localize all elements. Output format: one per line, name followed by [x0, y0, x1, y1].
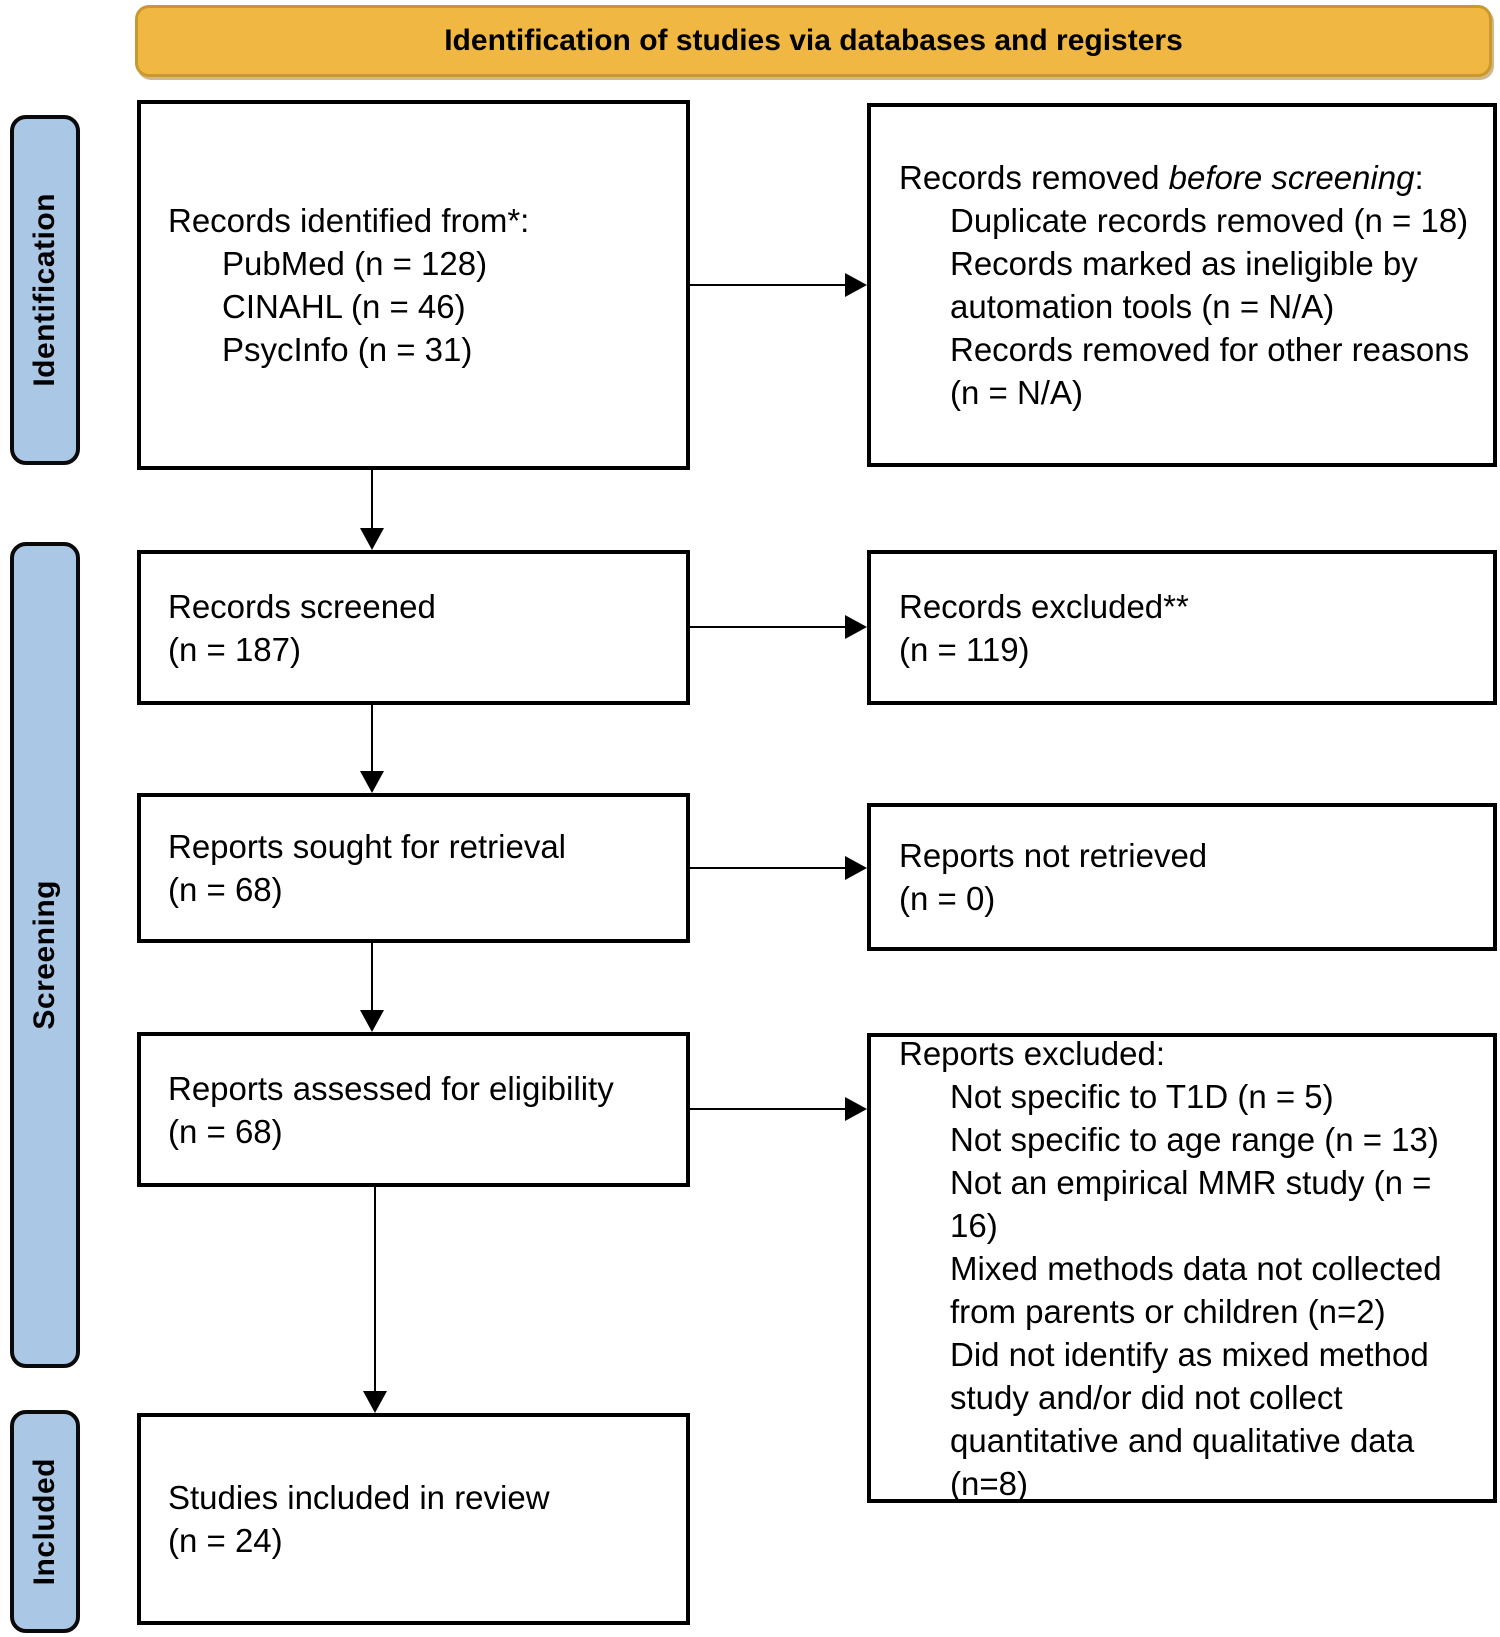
stage-label-screening-text: Screening [28, 880, 61, 1030]
reports-sought-label: Reports sought for retrieval [168, 828, 567, 865]
box-records-identified: Records identified from*: PubMed (n = 12… [137, 100, 690, 470]
records-excluded-label: Records excluded** [899, 587, 1189, 625]
records-removed-title-prefix: Records removed [899, 159, 1169, 196]
box-records-identified-title: Records identified from*: [168, 202, 530, 239]
records-removed-title-suffix: : [1414, 159, 1424, 196]
reports-not-retrieved-count: (n = 0) [899, 880, 996, 917]
records-removed-item-duplicates: Duplicate records removed (n = 18) [950, 202, 1469, 239]
box-studies-included: Studies included in review (n = 24) [137, 1413, 690, 1625]
stage-label-included-text: Included [28, 1457, 61, 1586]
stage-label-identification: Identification [10, 115, 80, 465]
stage-label-included: Included [10, 1410, 80, 1633]
reports-excluded-item-not-identified: Did not identify as mixed method study a… [950, 1335, 1429, 1502]
reports-not-retrieved-label: Reports not retrieved [899, 837, 1208, 874]
records-screened-count: (n = 187) [168, 630, 301, 668]
arrow-assessed-to-included [363, 1187, 387, 1413]
arrow-screened-to-sought [360, 705, 384, 793]
box-reports-excluded: Reports excluded: Not specific to T1D (n… [867, 1033, 1497, 1503]
records-identified-item-cinahl: CINAHL (n = 46) [222, 288, 466, 325]
box-records-removed-title: Records removed before screening: [899, 156, 1475, 199]
arrow-identified-to-removed [690, 273, 867, 297]
reports-excluded-item-t1d: Not specific to T1D (n = 5) [950, 1077, 1334, 1115]
records-identified-item-pubmed: PubMed (n = 128) [222, 245, 488, 282]
reports-assessed-count: (n = 68) [168, 1112, 283, 1150]
diagram-title: Identification of studies via databases … [444, 24, 1183, 57]
stage-label-identification-text: Identification [28, 193, 61, 387]
arrow-assessed-to-reports-excluded [690, 1097, 867, 1121]
reports-excluded-item-mixed-data: Mixed methods data not collected from pa… [950, 1249, 1442, 1330]
reports-assessed-label: Reports assessed for eligibility [168, 1069, 614, 1107]
box-reports-assessed: Reports assessed for eligibility (n = 68… [137, 1032, 690, 1187]
records-excluded-count: (n = 119) [899, 630, 1030, 668]
reports-excluded-item-age-range: Not specific to age range (n = 13) [950, 1120, 1439, 1158]
reports-sought-count: (n = 68) [168, 871, 283, 908]
box-records-excluded: Records excluded** (n = 119) [867, 550, 1497, 705]
arrow-identified-to-screened [360, 470, 384, 550]
records-removed-item-other: Records removed for other reasons (n = N… [950, 331, 1470, 411]
diagram-title-banner: Identification of studies via databases … [135, 5, 1492, 77]
reports-excluded-title: Reports excluded: [899, 1034, 1165, 1072]
records-removed-title-italic: before screening [1168, 159, 1415, 196]
records-removed-item-automation: Records marked as ineligible by automati… [950, 245, 1418, 325]
arrow-sought-to-not-retrieved [690, 856, 867, 880]
box-reports-not-retrieved: Reports not retrieved (n = 0) [867, 803, 1497, 951]
stage-label-screening: Screening [10, 542, 80, 1368]
studies-included-count: (n = 24) [168, 1522, 283, 1559]
records-identified-item-psycinfo: PsycInfo (n = 31) [222, 331, 473, 368]
arrow-sought-to-assessed [360, 943, 384, 1032]
reports-excluded-item-mmr-study: Not an empirical MMR study (n = 16) [950, 1163, 1432, 1244]
box-reports-sought: Reports sought for retrieval (n = 68) [137, 793, 690, 943]
arrow-screened-to-excluded [690, 615, 867, 639]
records-screened-label: Records screened [168, 587, 436, 625]
box-records-removed: Records removed before screening: Duplic… [867, 103, 1497, 467]
studies-included-label: Studies included in review [168, 1479, 550, 1516]
box-records-screened: Records screened (n = 187) [137, 550, 690, 705]
